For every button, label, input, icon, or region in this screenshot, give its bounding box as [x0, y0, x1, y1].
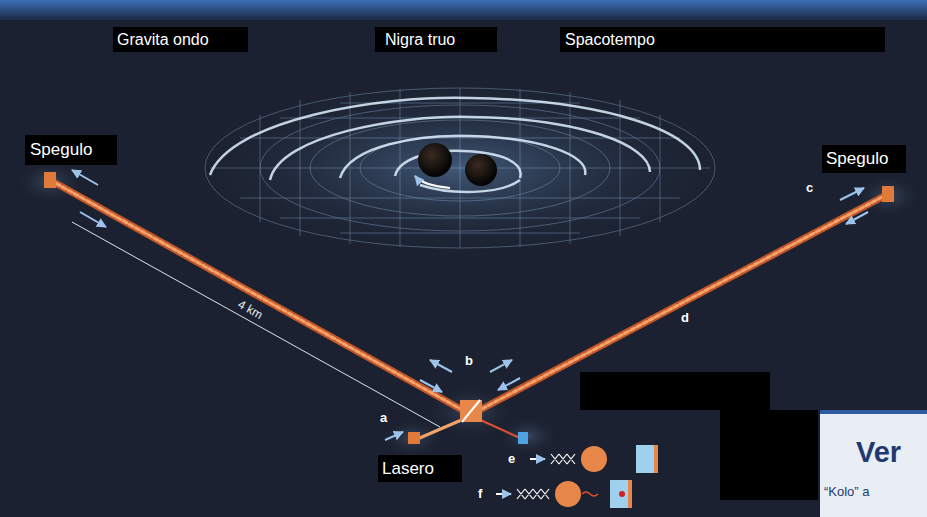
slide-panel [820, 410, 927, 517]
label-box [25, 27, 906, 500]
part-label: Lasero [382, 460, 434, 479]
region-label: Nigra truo [385, 31, 455, 49]
mirror [882, 186, 894, 202]
photodetector [518, 432, 528, 444]
callout-letter: e [508, 452, 515, 466]
callout-letter: f [478, 487, 482, 501]
spacetime-grid [170, 73, 750, 263]
callout-letter: c [806, 181, 813, 195]
part-label: Spegulo [30, 141, 92, 160]
part-label: Spegulo [826, 150, 888, 169]
laser-beam [50, 180, 888, 440]
mirror [44, 172, 56, 188]
callout-letter: a [380, 411, 387, 425]
slide-title: Ver [856, 437, 901, 469]
dimension-line [72, 222, 440, 427]
laser-source [408, 432, 420, 444]
region-label: Gravita ondo [117, 31, 209, 49]
top-bar [0, 0, 927, 20]
region-label: Spacotempo [565, 31, 655, 49]
callout-letter: b [465, 354, 473, 368]
direction-arrow [72, 170, 868, 440]
interference-symbol [496, 445, 658, 508]
callout-letter: d [681, 311, 689, 325]
beam-splitter [460, 400, 482, 422]
slide-subtitle: “Kolo” a [824, 485, 870, 499]
